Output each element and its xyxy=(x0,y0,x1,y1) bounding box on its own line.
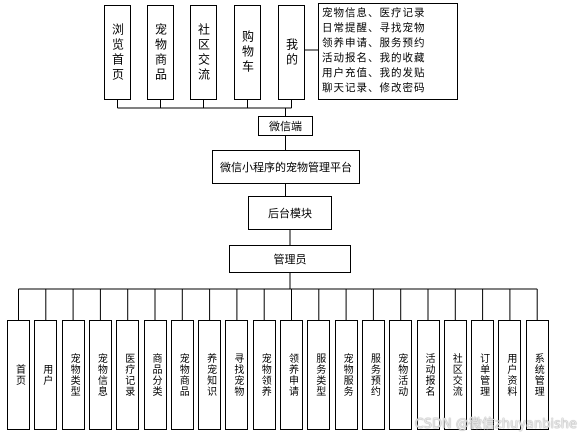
admin-module-14: 服务预约 xyxy=(361,320,385,430)
admin-module-4: 宠物信息 xyxy=(88,320,112,430)
admin-module-1: 首页 xyxy=(7,320,30,430)
admin-module-5: 医疗记录 xyxy=(116,320,140,430)
backend-module-box: 后台模块 xyxy=(248,196,332,230)
admin-box: 管理员 xyxy=(229,245,351,273)
admin-module-13: 宠物服务 xyxy=(334,320,358,430)
admin-module-19: 用户资料 xyxy=(498,320,522,430)
top-module-pet-products: 宠物商品 xyxy=(147,5,174,100)
admin-module-2: 用户 xyxy=(34,320,58,430)
top-module-community: 社区交流 xyxy=(190,5,217,100)
admin-module-9: 寻找宠物 xyxy=(225,320,249,430)
top-module-browse-home: 浏览首页 xyxy=(104,5,131,100)
top-module-cart: 购物车 xyxy=(234,5,261,100)
admin-module-3: 宠物类型 xyxy=(61,320,85,430)
admin-module-16: 活动报名 xyxy=(416,320,440,430)
admin-module-18: 订单管理 xyxy=(471,320,495,430)
watermark: CSDN @微信zhuyanbishe xyxy=(414,417,577,432)
wechat-client-box: 微信端 xyxy=(258,116,313,136)
admin-module-8: 养宠知识 xyxy=(198,320,222,430)
admin-module-12: 服务类型 xyxy=(307,320,331,430)
admin-module-6: 商品分类 xyxy=(143,320,167,430)
admin-module-17: 社区交流 xyxy=(443,320,467,430)
my-module-details: 宠物信息、医疗记录 日常提醒、寻找宠物 领养申请、服务预约 活动报名、我的收藏 … xyxy=(318,3,458,100)
platform-box: 微信小程序的宠物管理平台 xyxy=(212,150,360,184)
admin-module-10: 宠物领养 xyxy=(252,320,276,430)
top-module-mine: 我的 xyxy=(278,5,305,100)
admin-module-7: 宠物商品 xyxy=(170,320,194,430)
admin-module-15: 宠物活动 xyxy=(389,320,413,430)
admin-module-11: 领养申请 xyxy=(280,320,303,430)
admin-module-20: 系统管理 xyxy=(525,320,549,430)
